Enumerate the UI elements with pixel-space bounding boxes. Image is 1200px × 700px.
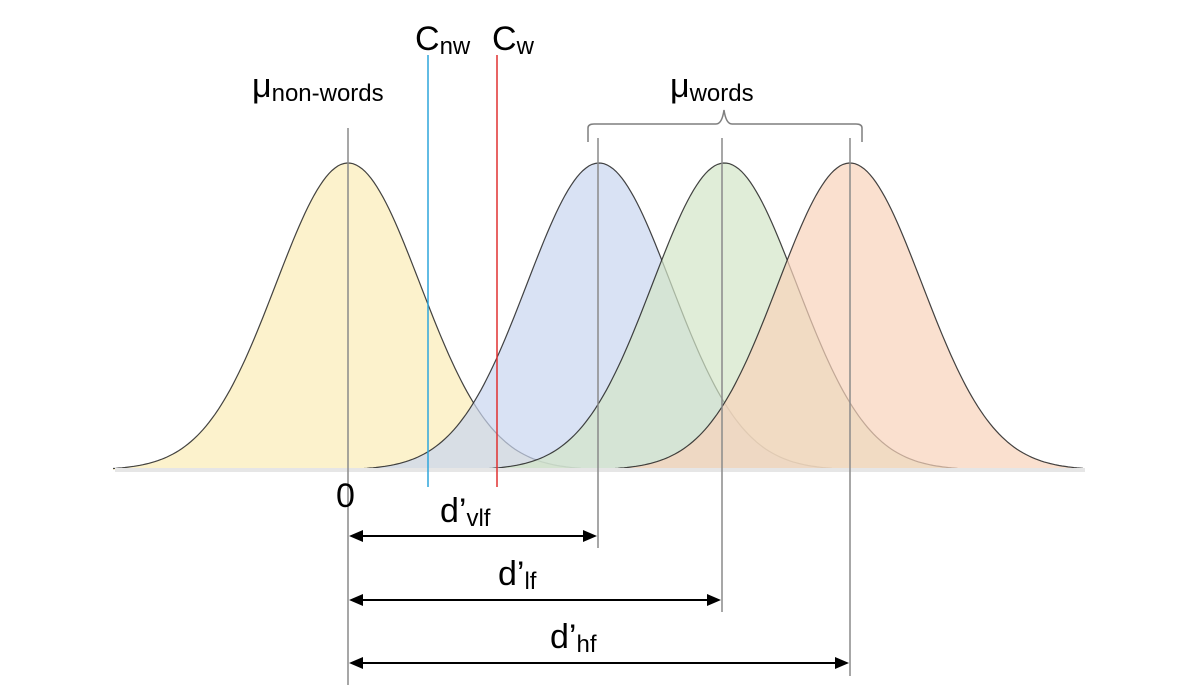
words-brace: [587, 109, 863, 142]
mu-nonwords-label: μnon-words: [252, 67, 384, 107]
d-prime-hf-label: d’hf: [550, 618, 597, 658]
d-prime-lf-arrow: [349, 594, 721, 606]
d-prime-hf-arrow: [349, 657, 849, 669]
mu-words-label: μwords: [670, 67, 754, 107]
d-prime-lf-label: d’lf: [498, 555, 537, 595]
c-w-label: Cw: [492, 20, 535, 60]
d-prime-vlf-label: d’vlf: [440, 492, 491, 532]
distribution-curve-hf: [614, 162, 1084, 470]
d-prime-vlf-arrow: [349, 530, 597, 542]
distribution-fill-non-words: [113, 163, 581, 470]
c-nw-label: Cnw: [415, 20, 471, 60]
zero-label: 0: [336, 477, 355, 515]
distribution-fill-hf: [615, 163, 1083, 470]
